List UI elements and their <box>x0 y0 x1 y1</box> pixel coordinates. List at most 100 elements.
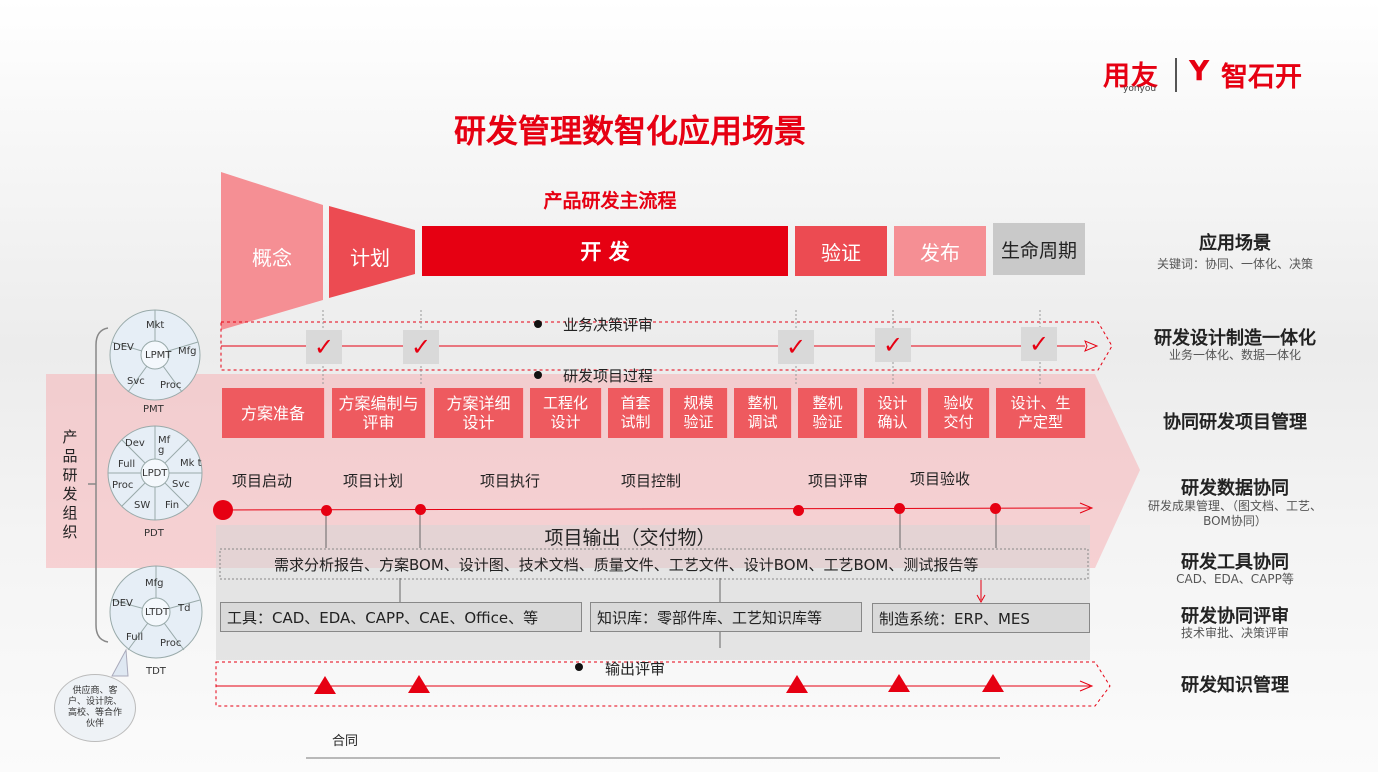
org-label-text: 产品研发组织 <box>62 428 78 541</box>
process-box: 规模验证 <box>670 388 728 438</box>
right-title-scenario: 应用场景 <box>1199 233 1271 254</box>
pmt-segment: Svc <box>127 376 145 387</box>
milestone-dot <box>321 505 332 516</box>
pdt-segment: Mk t <box>180 458 202 469</box>
output-review-label: 输出评审 <box>605 660 666 678</box>
phase-plan: 计划 <box>350 245 390 270</box>
milestone-label: 项目计划 <box>343 472 404 490</box>
pdt-segment: Mf g <box>158 435 171 456</box>
right-title-data-collab: 研发数据协同 <box>1181 478 1289 499</box>
right-title-tool-collab: 研发工具协同 <box>1181 552 1289 573</box>
right-title-knowledge: 研发知识管理 <box>1181 675 1289 696</box>
pmt-segment: DEV <box>113 342 134 353</box>
review-triangle-icon <box>786 675 808 693</box>
process-box: 工程化设计 <box>530 388 602 438</box>
process-box: 方案准备 <box>222 388 325 438</box>
deliverables-title: 项目输出（交付物） <box>544 527 716 549</box>
process-box: 方案详细设计 <box>434 388 524 438</box>
right-sub-review: 技术审批、决策评审 <box>1180 626 1289 640</box>
tools-box: 工具：CAD、EDA、CAPP、CAE、Office、等 <box>220 602 582 632</box>
main-flow-title: 产品研发主流程 <box>543 190 677 212</box>
logo-brand-sub: yonyou <box>1123 84 1157 94</box>
milestone-dot <box>990 503 1001 514</box>
review-triangle-icon <box>408 675 430 693</box>
bullet-process <box>534 371 542 379</box>
pmt-segment: Mkt <box>146 320 165 331</box>
right-title-review: 研发协同评审 <box>1181 606 1289 627</box>
knowledge-base-box: 知识库：零部件库、工艺知识库等 <box>590 602 862 632</box>
pmt-segment: Proc <box>160 380 182 391</box>
milestone-dot <box>894 503 905 514</box>
tdt-segment: Proc <box>160 638 182 649</box>
process-box: 方案编制与评审 <box>332 388 426 438</box>
pdt-segment: SW <box>134 500 151 511</box>
phase-concept: 概念 <box>252 245 292 270</box>
pdt-segment: Fin <box>165 500 180 511</box>
milestone-label: 项目评审 <box>808 472 869 490</box>
logo-partner: 智石开 <box>1221 62 1302 93</box>
right-sub-data-collab: 研发成果管理、（图文档、工艺、BOM协同） <box>1147 499 1322 528</box>
right-title-project-mgmt: 协同研发项目管理 <box>1163 412 1307 433</box>
yonyou-logo: 用友 yonyou Y 智石开 <box>1103 54 1333 99</box>
review-triangle-icon <box>888 674 910 692</box>
tdt-segment: Td <box>178 603 191 614</box>
process-box: 设计、生产定型 <box>996 388 1086 438</box>
milestone-start-dot <box>213 500 233 520</box>
org-label: 产品研发组织 <box>62 428 80 542</box>
check-icon: ✓ <box>306 330 342 364</box>
pdt-circle <box>107 425 203 521</box>
milestone-dot <box>415 504 426 515</box>
process-box: 首套试制 <box>608 388 664 438</box>
pdt-center: LPDT <box>142 468 168 479</box>
bullet-decision <box>534 320 542 328</box>
right-title-integration: 研发设计制造一体化 <box>1154 328 1316 349</box>
tdt-segment: DEV <box>112 598 133 609</box>
process-label: 研发项目过程 <box>563 367 654 385</box>
logo-divider <box>1175 58 1177 92</box>
phase-develop: 开 发 <box>422 226 788 276</box>
decision-review-label: 业务决策评审 <box>563 316 654 334</box>
right-sub-scenario: 关键词：协同、一体化、决策 <box>1156 257 1313 271</box>
phase-verify: 验证 <box>795 226 887 276</box>
pdt-segment: Proc <box>112 480 134 491</box>
partners-bubble-pointer <box>111 648 129 677</box>
process-box: 整机验证 <box>798 388 858 438</box>
tdt-segment: Full <box>126 632 144 643</box>
phase-release: 发布 <box>894 226 986 276</box>
review-triangle-icon <box>982 674 1004 692</box>
bullet-output <box>575 663 583 671</box>
process-box: 验收交付 <box>928 388 990 438</box>
partners-bubble: 供应商、客户、设计院、高校、等合作伙伴 <box>54 674 136 742</box>
tdt-name: TDT <box>146 666 166 677</box>
tdt-center: LTDT <box>145 607 170 618</box>
phase-lifecycle: 生命周期 <box>993 223 1085 275</box>
pdt-segment: Dev <box>125 438 145 449</box>
partners-text: 供应商、客户、设计院、高校、等合作伙伴 <box>67 686 122 729</box>
check-icon: ✓ <box>1021 327 1057 361</box>
process-box: 整机调试 <box>734 388 792 438</box>
contract-label: 合同 <box>332 734 359 749</box>
milestone-label: 项目启动 <box>232 472 293 490</box>
right-sub-tool-collab: CAD、EDA、CAPP等 <box>1176 572 1294 586</box>
milestone-label: 项目控制 <box>621 472 682 490</box>
check-icon: ✓ <box>778 330 814 364</box>
manufacturing-system-box: 制造系统：ERP、MES <box>872 603 1090 633</box>
pdt-segment: Full <box>118 459 136 470</box>
pmt-segment: Mfg <box>178 346 197 357</box>
pdt-segment: Svc <box>172 479 190 490</box>
pmt-center: LPMT <box>145 350 172 361</box>
pmt-circle <box>109 309 201 401</box>
deliverables-items: 需求分析报告、方案BOM、设计图、技术文档、质量文件、工艺文件、设计BOM、工艺… <box>274 556 979 574</box>
milestone-label: 项目执行 <box>480 472 541 490</box>
tdt-segment: Mfg <box>145 578 164 589</box>
tdt-circle <box>109 565 203 659</box>
logo-brand: 用友 <box>1103 61 1159 92</box>
page-title: 研发管理数智化应用场景 <box>453 112 806 150</box>
check-icon: ✓ <box>403 330 439 364</box>
y-mark-icon: Y <box>1189 54 1210 87</box>
check-icon: ✓ <box>875 328 911 362</box>
process-box: 设计确认 <box>864 388 922 438</box>
milestone-dot <box>793 505 804 516</box>
pmt-name: PMT <box>143 404 164 415</box>
milestone-label: 项目验收 <box>910 470 971 488</box>
